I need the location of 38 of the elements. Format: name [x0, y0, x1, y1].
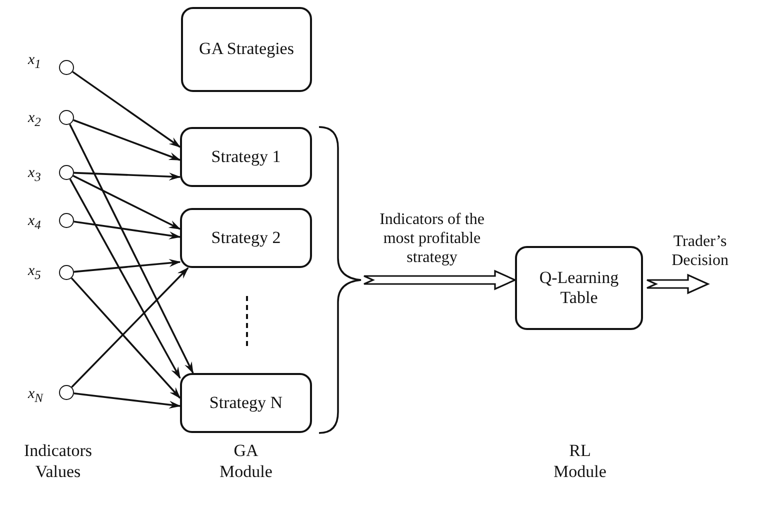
- process-box: [180, 127, 312, 187]
- variable-label: x$_{4}$: [28, 213, 41, 233]
- arrow: [74, 259, 181, 273]
- input-circle: [59, 60, 74, 75]
- input-circle: [59, 213, 74, 228]
- variable-label: x$_{1}$: [28, 52, 41, 72]
- box-label: Strategy 1: [211, 146, 281, 168]
- arrow: [69, 178, 181, 379]
- hollow-arrow: [363, 270, 517, 290]
- input-circle: [59, 165, 74, 180]
- variable-label: x$_{N}$: [28, 386, 44, 406]
- box-label: Strategy N: [209, 392, 283, 414]
- arrow: [73, 119, 181, 161]
- section-label: GA Module: [218, 440, 274, 482]
- variable-label: x$_{2}$: [28, 110, 41, 130]
- section-label: Indicators Values: [23, 440, 93, 482]
- arrow: [69, 124, 194, 374]
- process-box: [515, 246, 643, 330]
- box-label: GA Strategies: [199, 39, 294, 60]
- process-box: [180, 208, 312, 268]
- box-label: Q-Learning Table: [538, 268, 620, 308]
- section-label: RL Module: [552, 440, 608, 482]
- process-box: [180, 373, 312, 433]
- arrow: [74, 220, 181, 240]
- input-circle: [59, 265, 74, 280]
- arrow: [72, 71, 181, 148]
- box-label: Strategy 2: [211, 228, 281, 248]
- input-circle: [59, 385, 74, 400]
- variable-label: x$_{3}$: [28, 165, 41, 185]
- variable-label: x$_{5}$: [28, 263, 41, 283]
- arrow: [70, 277, 181, 399]
- arrow: [74, 392, 181, 409]
- input-circle: [59, 110, 74, 125]
- process-box: [181, 7, 312, 92]
- hollow-arrow: [646, 274, 710, 294]
- arrow: [72, 175, 181, 230]
- arrow: [74, 172, 181, 181]
- arrow: [71, 267, 189, 388]
